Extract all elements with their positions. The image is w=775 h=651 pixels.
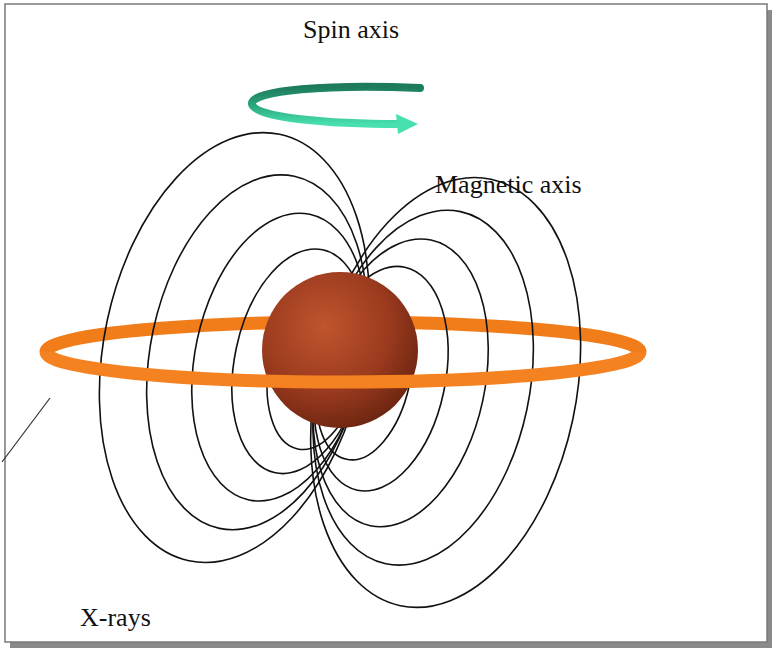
frame — [5, 4, 767, 642]
axis-label: Magnetic axis — [435, 171, 582, 200]
axis-label: Spin axis — [303, 16, 399, 45]
neutron-star — [262, 272, 418, 428]
spin-arrowhead — [396, 114, 418, 134]
ring-front — [46, 352, 640, 382]
leader-line — [2, 398, 50, 462]
spin-arrow — [252, 87, 420, 124]
emission-label: X-rays — [80, 604, 151, 633]
